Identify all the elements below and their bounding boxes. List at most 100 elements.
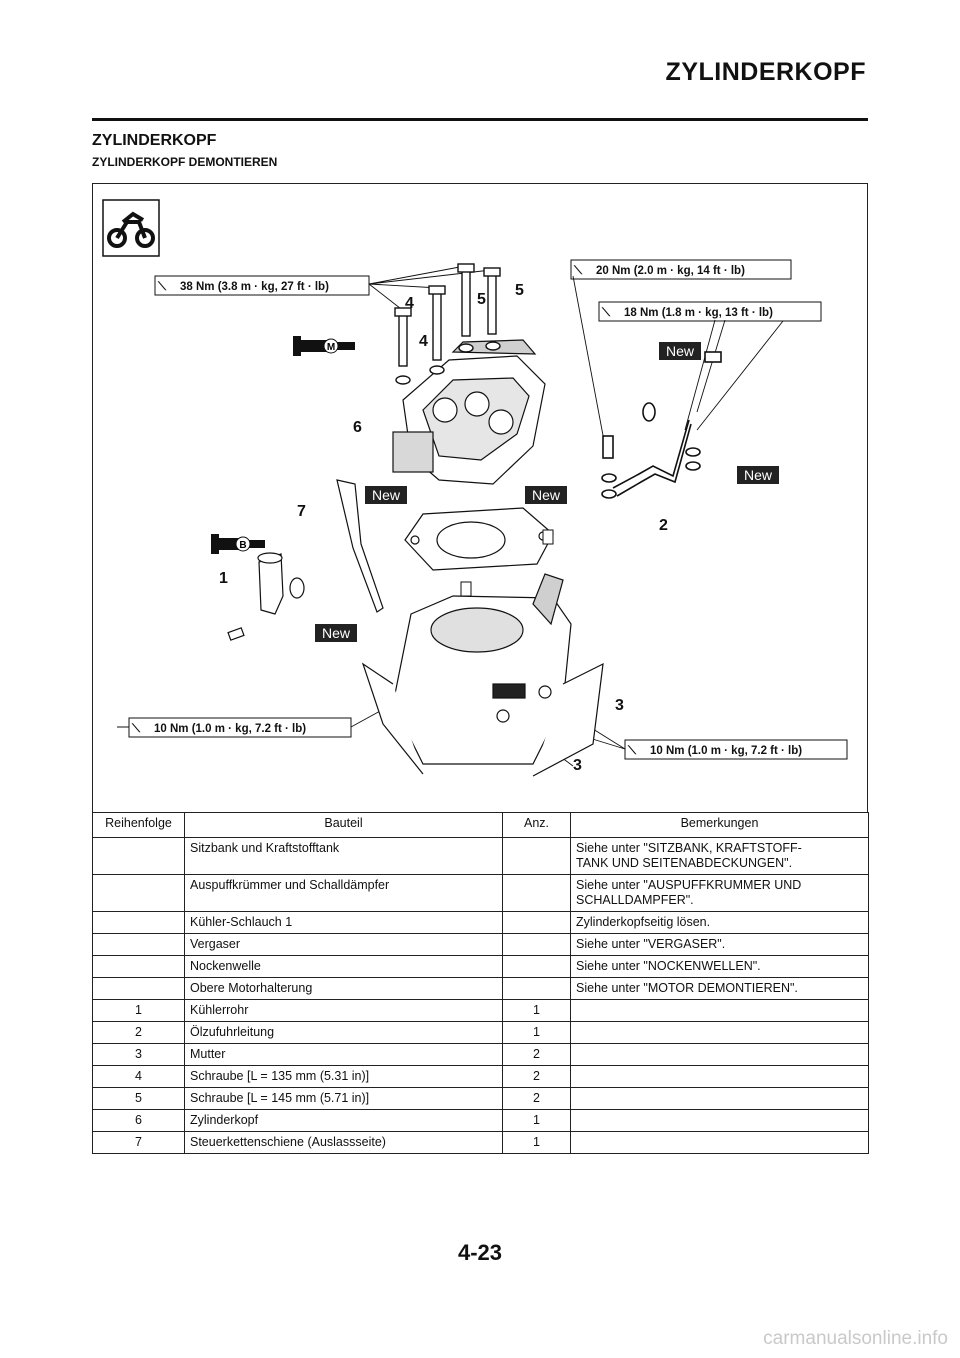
seq-cell: 3 — [92, 1043, 185, 1066]
new-label-4: New — [525, 486, 567, 504]
header-rule — [92, 118, 868, 121]
table-row: Sitzbank und Kraftstofftank Siehe unter "… — [92, 837, 869, 875]
qty-cell: 1 — [502, 1021, 571, 1044]
remark-cell: Siehe unter "SITZBANK, KRAFTSTOFF- TANK … — [570, 837, 869, 875]
engine-block-drawing — [361, 573, 604, 777]
qty-cell: 2 — [502, 1043, 571, 1066]
svg-text:New: New — [744, 467, 773, 483]
callout-7: 7 — [297, 503, 306, 520]
table-row: Auspuffkrümmer und Schalldämpfer Siehe un… — [92, 874, 869, 912]
section-title: ZYLINDERKOPF — [92, 132, 217, 149]
remark-cell — [570, 1131, 869, 1154]
parts-table: Reihenfolge Bauteil Anz. Bemerkungen Sit… — [92, 812, 869, 1154]
svg-text:New: New — [372, 487, 401, 503]
table-header-row: Reihenfolge Bauteil Anz. Bemerkungen — [92, 812, 869, 838]
motorcycle-icon — [102, 199, 160, 257]
remark-cell — [570, 1065, 869, 1088]
qty-cell — [502, 874, 571, 912]
seq-cell — [92, 911, 185, 934]
remark-cell: Siehe unter "MOTOR DEMONTIEREN". — [570, 977, 869, 1000]
seq-cell: 6 — [92, 1109, 185, 1132]
col-header-part: Bauteil — [184, 812, 503, 838]
exploded-view-diagram: ⟍ 38 Nm (3.8 m · kg, 27 ft · lb) ⟍ 20 Nm… — [102, 199, 848, 777]
callout-5b: 5 — [515, 282, 524, 299]
qty-cell: 2 — [502, 1087, 571, 1110]
svg-text:New: New — [532, 487, 561, 503]
qty-cell — [502, 911, 571, 934]
qty-cell — [502, 933, 571, 956]
seq-cell: 1 — [92, 999, 185, 1022]
torque-10nm-right-text: 10 Nm (1.0 m · kg, 7.2 ft · lb) — [650, 745, 802, 757]
new-label-3: New — [365, 486, 407, 504]
seq-cell: 7 — [92, 1131, 185, 1154]
part-cell: Sitzbank und Kraftstofftank — [184, 837, 503, 875]
torque-label-38nm: ⟍ 38 Nm (3.8 m · kg, 27 ft · lb) — [154, 275, 370, 296]
table-row: Vergaser Siehe unter "VERGASER". — [92, 933, 869, 956]
torque-20nm-text: 20 Nm (2.0 m · kg, 14 ft · lb) — [596, 265, 745, 277]
cooling-pipe-drawing — [227, 552, 305, 641]
remark-cell — [570, 1109, 869, 1132]
part-cell: Obere Motorhalterung — [184, 977, 503, 1000]
callout-6: 6 — [353, 419, 362, 436]
seq-cell: 5 — [92, 1087, 185, 1110]
svg-text:New: New — [666, 343, 695, 359]
seq-cell — [92, 933, 185, 956]
torque-label-18nm: ⟍ 18 Nm (1.8 m · kg, 13 ft · lb) — [598, 301, 822, 322]
remark-cell — [570, 999, 869, 1022]
lube-m-icon: M — [293, 336, 355, 356]
remark-cell — [570, 1043, 869, 1066]
qty-cell: 2 — [502, 1065, 571, 1088]
part-cell: Zylinderkopf — [184, 1109, 503, 1132]
remark-cell: Siehe unter "AUSPUFFKRUMMER UND SCHALLDA… — [570, 874, 869, 912]
col-header-sequence: Reihenfolge — [92, 812, 185, 838]
qty-cell: 1 — [502, 999, 571, 1022]
part-cell: Mutter — [184, 1043, 503, 1066]
remark-cell: Siehe unter "VERGASER". — [570, 933, 869, 956]
seq-cell: 2 — [92, 1021, 185, 1044]
remark-cell: Siehe unter "NOCKENWELLEN". — [570, 955, 869, 978]
callout-3b: 3 — [573, 757, 582, 774]
qty-cell: 1 — [502, 1109, 571, 1132]
svg-text:⟍: ⟍ — [131, 722, 141, 735]
svg-text:⟍: ⟍ — [601, 306, 611, 319]
part-cell: Kühlerrohr — [184, 999, 503, 1022]
part-cell: Schraube [L = 135 mm (5.31 in)] — [184, 1065, 503, 1088]
remark-cell — [570, 1021, 869, 1044]
svg-text:⟍: ⟍ — [627, 744, 637, 757]
torque-label-10nm-left: ⟍ 10 Nm (1.0 m · kg, 7.2 ft · lb) — [128, 717, 352, 738]
qty-cell — [502, 977, 571, 1000]
callout-1: 1 — [219, 570, 228, 587]
qty-cell — [502, 837, 571, 875]
torque-label-10nm-right: ⟍ 10 Nm (1.0 m · kg, 7.2 ft · lb) — [624, 739, 848, 760]
new-label-2: New — [737, 466, 779, 484]
callout-4b: 4 — [419, 333, 428, 350]
chain-guide-drawing — [336, 479, 384, 613]
remark-cell: Zylinderkopfseitig lösen. — [570, 911, 869, 934]
callout-4a: 4 — [405, 295, 414, 312]
svg-text:B: B — [239, 540, 246, 551]
part-cell: Auspuffkrümmer und Schalldämpfer — [184, 874, 503, 912]
oil-pipe-drawing — [601, 351, 722, 499]
section-subtitle: ZYLINDERKOPF DEMONTIEREN — [92, 155, 278, 169]
torque-label-20nm: ⟍ 20 Nm (2.0 m · kg, 14 ft · lb) — [570, 259, 792, 280]
callout-2: 2 — [659, 517, 668, 534]
exploded-view-figure: ⟍ 38 Nm (3.8 m · kg, 27 ft · lb) ⟍ 20 Nm… — [92, 183, 868, 812]
lube-b-icon: B — [211, 534, 265, 554]
part-cell: Vergaser — [184, 933, 503, 956]
cylinder-head-drawing — [392, 339, 546, 485]
head-gasket-drawing — [404, 507, 554, 571]
seq-cell — [92, 977, 185, 1000]
torque-38nm-text: 38 Nm (3.8 m · kg, 27 ft · lb) — [180, 281, 329, 293]
remark-cell — [570, 1087, 869, 1110]
callout-3a: 3 — [615, 697, 624, 714]
part-cell: Ölzufuhrleitung — [184, 1021, 503, 1044]
table-row: Obere Motorhalterung Siehe unter "MOTOR D… — [92, 977, 869, 1000]
svg-text:M: M — [327, 342, 335, 353]
qty-cell — [502, 955, 571, 978]
